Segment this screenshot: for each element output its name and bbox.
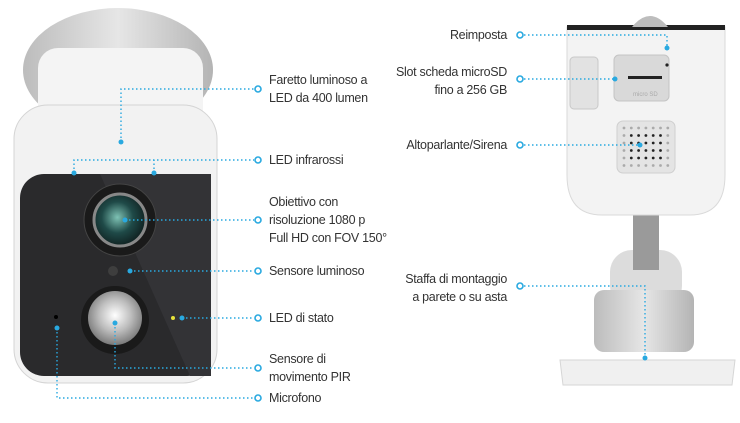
speaker-hole: [622, 126, 626, 130]
speaker-hole: [651, 164, 655, 167]
leader-dots: [54, 45, 670, 361]
speaker-hole: [651, 149, 655, 152]
label-status-led: LED di stato: [269, 311, 334, 325]
speaker-hole: [637, 164, 640, 167]
speaker-hole: [629, 149, 633, 152]
side-clip: [569, 56, 599, 110]
neck: [633, 210, 659, 270]
speaker-hole: [651, 156, 655, 160]
speaker-hole: [629, 126, 633, 130]
speaker-hole: [644, 141, 648, 145]
speaker-hole: [659, 156, 662, 160]
label-microsd: Slot scheda microSD fino a 256 GB: [395, 65, 507, 97]
label-infrared-led: LED infrarossi: [269, 153, 344, 167]
speaker-hole: [666, 149, 670, 152]
speaker-hole: [659, 126, 662, 130]
label-pir: Sensore di movimento PIR: [269, 352, 351, 384]
speaker-hole: [651, 134, 655, 137]
speaker-hole: [637, 149, 640, 152]
sd-marking: micro SD: [633, 92, 658, 98]
label-mount: Staffa di montaggio a parete o su asta: [405, 272, 507, 304]
speaker-hole: [622, 156, 626, 160]
speaker-hole: [651, 126, 655, 130]
speaker-hole: [622, 164, 626, 167]
label-light-sensor: Sensore luminoso: [269, 264, 365, 278]
speaker-hole: [644, 126, 648, 130]
speaker-hole: [659, 134, 662, 137]
back-camera: micro SD: [559, 16, 736, 386]
speaker-hole: [666, 141, 670, 145]
speaker-hole: [629, 156, 633, 160]
speaker-hole: [629, 164, 633, 167]
speaker-hole: [637, 134, 640, 137]
mount-collar: [594, 290, 694, 352]
speaker-hole: [666, 156, 670, 160]
microphone-hole: [54, 315, 58, 319]
label-reset: Reimposta: [449, 28, 507, 42]
label-lens: Obiettivo con risoluzione 1080 p Full HD…: [269, 195, 387, 245]
speaker-hole: [637, 126, 640, 130]
reset-hole: [665, 63, 669, 67]
speaker-hole: [637, 156, 640, 160]
speaker-hole: [666, 126, 670, 130]
speaker-hole: [622, 141, 626, 145]
speaker-hole: [644, 149, 648, 152]
speaker-hole: [659, 164, 662, 167]
speaker-grille: [616, 120, 676, 174]
leader-end-circles: [254, 31, 524, 402]
leader-lines: [56, 34, 668, 399]
speaker-hole: [644, 164, 648, 167]
label-microphone: Microfono: [269, 391, 322, 405]
speaker-hole: [644, 134, 648, 137]
mount-base: [559, 359, 736, 386]
status-led-light: [171, 316, 175, 320]
label-spotlight: Faretto luminoso a LED da 400 lumen: [269, 73, 368, 105]
speaker-hole: [666, 134, 670, 137]
speaker-hole: [659, 149, 662, 152]
speaker-hole: [666, 164, 670, 167]
speaker-hole: [659, 141, 662, 145]
speaker-hole: [644, 156, 648, 160]
front-camera: [13, 8, 218, 384]
light-sensor: [108, 266, 118, 276]
speaker-hole: [622, 134, 626, 137]
speaker-hole: [629, 134, 633, 137]
speaker-holes: [622, 126, 670, 167]
speaker-hole: [629, 141, 633, 145]
label-speaker: Altoparlante/Sirena: [406, 138, 507, 152]
speaker-hole: [622, 149, 626, 152]
pir-sensor: [88, 291, 142, 345]
microsd-slot: [628, 76, 662, 79]
speaker-hole: [651, 141, 655, 145]
